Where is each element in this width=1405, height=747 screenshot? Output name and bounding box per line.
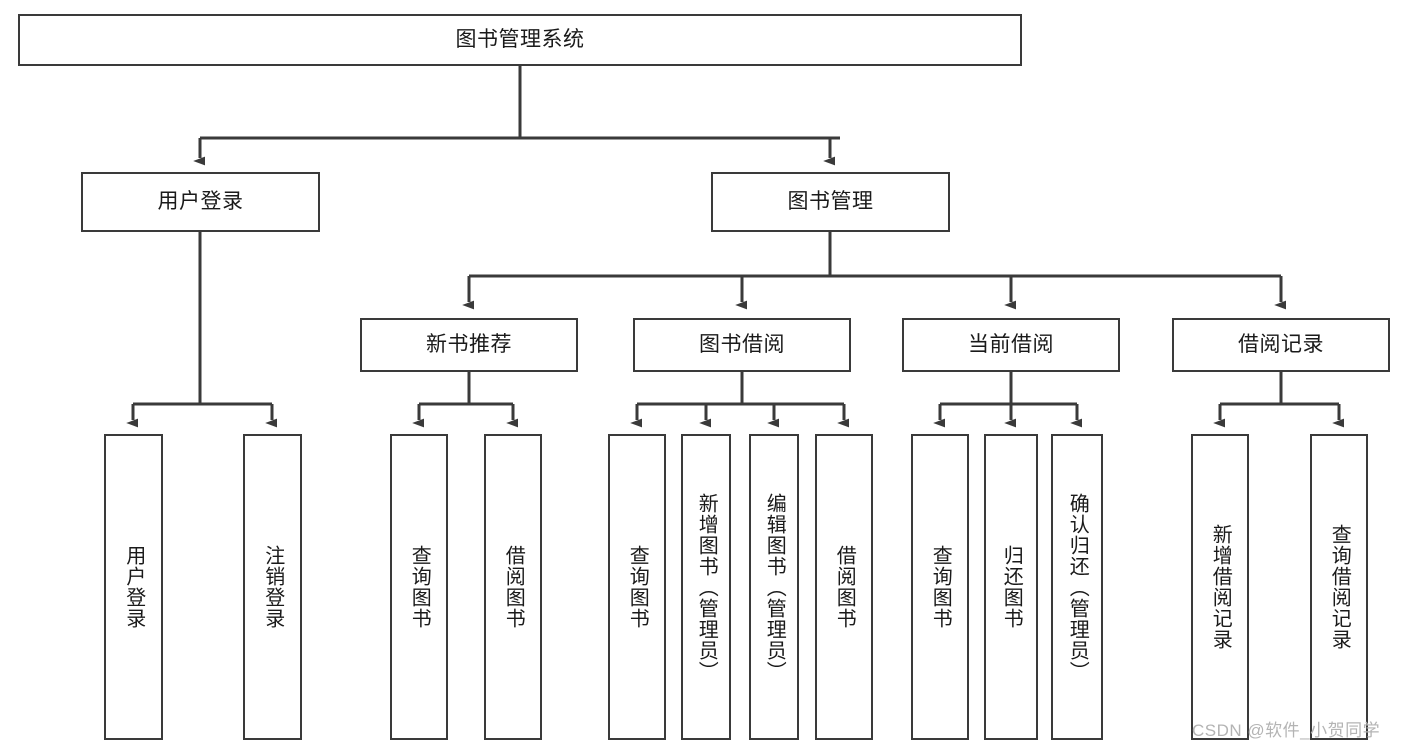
leaf-label: 新增借阅记录 <box>1209 524 1232 650</box>
leaf-label: 查询借阅记录 <box>1328 524 1351 650</box>
leaf-label: 归还图书 <box>1000 545 1023 629</box>
edge-group-book-management <box>462 232 1287 310</box>
leaf-label: 查询图书 <box>929 545 952 629</box>
leaf-return-book[interactable]: 归还图书 <box>984 434 1038 740</box>
leaf-logout[interactable]: 注销登录 <box>243 434 302 740</box>
edge-group-borrow-records <box>1213 372 1345 428</box>
node-root-system[interactable]: 图书管理系统 <box>18 14 1022 66</box>
node-book-borrow[interactable]: 图书借阅 <box>633 318 851 372</box>
leaf-confirm-return-admin[interactable]: 确认归还（管理员） <box>1051 434 1103 740</box>
edge-group-user-login <box>126 232 278 428</box>
leaf-query-book-current[interactable]: 查询图书 <box>911 434 969 740</box>
leaf-label: 查询图书 <box>626 545 649 629</box>
leaf-query-book-borrow[interactable]: 查询图书 <box>608 434 666 740</box>
leaf-label: 确认归还（管理员） <box>1066 492 1089 682</box>
leaf-add-borrow-record[interactable]: 新增借阅记录 <box>1191 434 1249 740</box>
leaf-label: 编辑图书（管理员） <box>763 492 786 682</box>
edge-group-borrow-books <box>630 372 850 428</box>
node-book-management[interactable]: 图书管理 <box>711 172 950 232</box>
node-user-login[interactable]: 用户登录 <box>81 172 320 232</box>
leaf-label: 新增图书（管理员） <box>695 492 718 682</box>
leaf-borrow-book[interactable]: 借阅图书 <box>815 434 873 740</box>
leaf-query-book-new[interactable]: 查询图书 <box>390 434 448 740</box>
leaf-borrow-book-new[interactable]: 借阅图书 <box>484 434 542 740</box>
leaf-label: 用户登录 <box>122 545 145 629</box>
node-new-book-recommend[interactable]: 新书推荐 <box>360 318 578 372</box>
leaf-label: 查询图书 <box>408 545 431 629</box>
leaf-label: 借阅图书 <box>833 545 856 629</box>
leaf-label: 注销登录 <box>261 545 284 629</box>
edge-group-root <box>193 66 840 166</box>
leaf-query-borrow-record[interactable]: 查询借阅记录 <box>1310 434 1368 740</box>
edge-group-current-borrow <box>933 372 1083 428</box>
leaf-user-login[interactable]: 用户登录 <box>104 434 163 740</box>
leaf-edit-book-admin[interactable]: 编辑图书（管理员） <box>749 434 799 740</box>
node-current-borrow[interactable]: 当前借阅 <box>902 318 1120 372</box>
edge-group-new-books <box>412 372 519 428</box>
node-borrow-record[interactable]: 借阅记录 <box>1172 318 1390 372</box>
leaf-add-book-admin[interactable]: 新增图书（管理员） <box>681 434 731 740</box>
leaf-label: 借阅图书 <box>502 545 525 629</box>
